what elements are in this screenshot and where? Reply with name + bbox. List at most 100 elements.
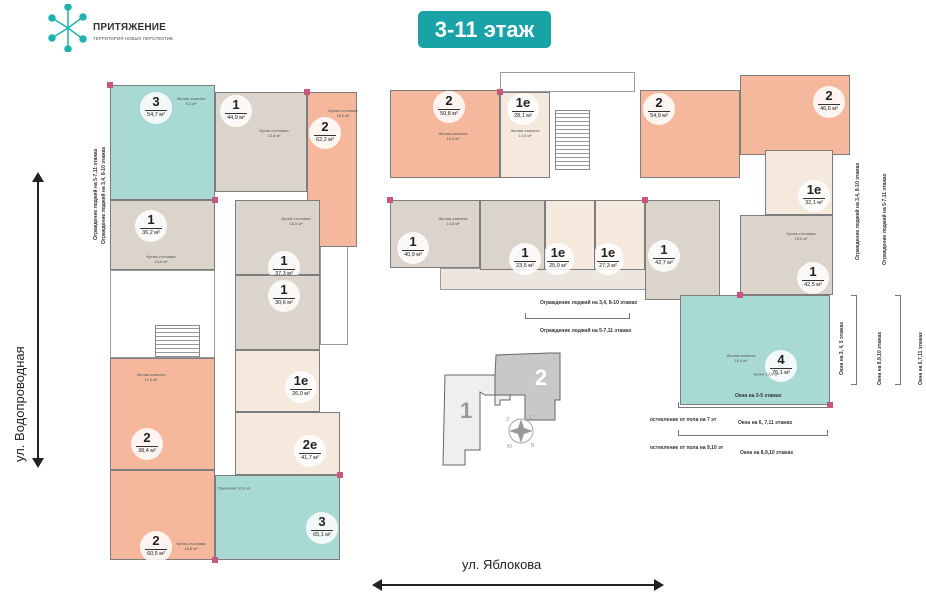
note-glazing-9-10: остекление от пола на 9,10 эт bbox=[650, 445, 724, 451]
apartment-type: 1 bbox=[147, 212, 155, 227]
apartment-area: 65,1 м² bbox=[311, 530, 333, 539]
apartment-area: 32,1 м² bbox=[803, 198, 825, 207]
room-label: Кухня-столовая 13,8 м² bbox=[259, 128, 289, 138]
column-marker bbox=[497, 89, 503, 95]
section-2-footprint bbox=[494, 352, 561, 421]
compass-north: С bbox=[529, 415, 533, 421]
apartment-area: 44,9 м² bbox=[225, 113, 247, 122]
apartment-type: 2 bbox=[825, 88, 833, 103]
apartment-type: 2 bbox=[143, 430, 151, 445]
key-plan: 1 2 bbox=[442, 352, 561, 466]
brand-logo[interactable]: ПРИТЯЖЕНИЕ ТЕРРИТОРИЯ НОВЫХ ПЕРСПЕКТИВ bbox=[48, 3, 188, 53]
apartment-area: 27,3 м² bbox=[597, 261, 619, 270]
apartment-type: 3 bbox=[318, 514, 326, 529]
room-label: Кухня-столовая 16,0 м² bbox=[281, 216, 311, 226]
logo-icon bbox=[48, 3, 87, 53]
apartment-area: 60,5 м² bbox=[145, 549, 167, 558]
apartment-type: 1 bbox=[280, 282, 288, 297]
apartment-type: 1 bbox=[232, 97, 240, 112]
loggia-strip bbox=[320, 245, 348, 345]
street-yablokova: ул. Яблокова bbox=[462, 557, 542, 572]
room-label: Жилая комната 18,4 м² bbox=[726, 353, 756, 363]
apartment-area: 37,3 м² bbox=[273, 269, 295, 278]
apartment-type: 2е bbox=[302, 437, 318, 452]
apartment-area: 62,2 м² bbox=[314, 135, 336, 144]
apartment-area: 76,1 м² bbox=[770, 368, 792, 377]
note-left-loggia-5-7-11: Ограждение лоджий на 5-7,11 этажах bbox=[93, 148, 99, 241]
note-windows-6-7-11: Окна на 6, 7,11 этажах bbox=[738, 420, 793, 426]
note-left-loggia-3-4-8-10: Ограждение лоджий на 3,4, 8-10 этажах bbox=[101, 146, 107, 244]
note-glazing-7: остекление от пола на 7 эт bbox=[650, 417, 717, 423]
windows-bracket-vertical bbox=[895, 295, 901, 385]
room-label: Прихожая 10,0 м² bbox=[217, 485, 251, 491]
note-windows-3-5: Окна на 3-5 этажах bbox=[735, 393, 782, 399]
apartment-type: 1 bbox=[280, 253, 288, 268]
note-windows-3-4-5: Окна на 3, 4, 5 этажах bbox=[839, 321, 845, 375]
apartment-type: 1е bbox=[806, 182, 822, 197]
street-vodoprovodnaya: ул. Водопроводная bbox=[12, 346, 27, 462]
compass-icon: С З Ю В bbox=[506, 415, 535, 449]
apartment-type: 2 bbox=[445, 93, 453, 108]
room-label: Жилая комната 9,3 м² bbox=[176, 96, 206, 106]
compass-south: Ю bbox=[507, 444, 512, 449]
apartment-area: 26,0 м² bbox=[290, 389, 312, 398]
compass-west: З bbox=[506, 417, 509, 423]
room-label: Кухня 13,0 м² bbox=[753, 371, 779, 377]
floor-label: 3-11 этаж bbox=[418, 11, 551, 48]
column-marker bbox=[212, 197, 218, 203]
apartment-type: 2 bbox=[321, 119, 329, 134]
column-marker bbox=[107, 82, 113, 88]
room-label: Кухня-столовая 14,6 м² bbox=[146, 254, 176, 264]
brand-tagline: ТЕРРИТОРИЯ НОВЫХ ПЕРСПЕКТИВ bbox=[93, 36, 174, 41]
apartment-area: 46,6 м² bbox=[818, 104, 840, 113]
apartment-type: 1 bbox=[809, 264, 817, 279]
apartment-type: 1 bbox=[660, 242, 668, 257]
column-marker bbox=[737, 292, 743, 298]
windows-bracket bbox=[678, 430, 828, 436]
column-marker bbox=[827, 402, 833, 408]
note-right-loggia-5-7-11: Ограждение лоджий на 5-7,11 этажах bbox=[882, 173, 888, 266]
section-2-label: 2 bbox=[535, 365, 547, 390]
apartment-area: 38,4 м² bbox=[136, 446, 158, 455]
stairs-left bbox=[155, 325, 200, 357]
column-marker bbox=[337, 472, 343, 478]
apartment-type: 1е bbox=[550, 245, 566, 260]
apartment-area: 42,7 м² bbox=[653, 258, 675, 267]
loggia-bracket bbox=[525, 313, 630, 319]
